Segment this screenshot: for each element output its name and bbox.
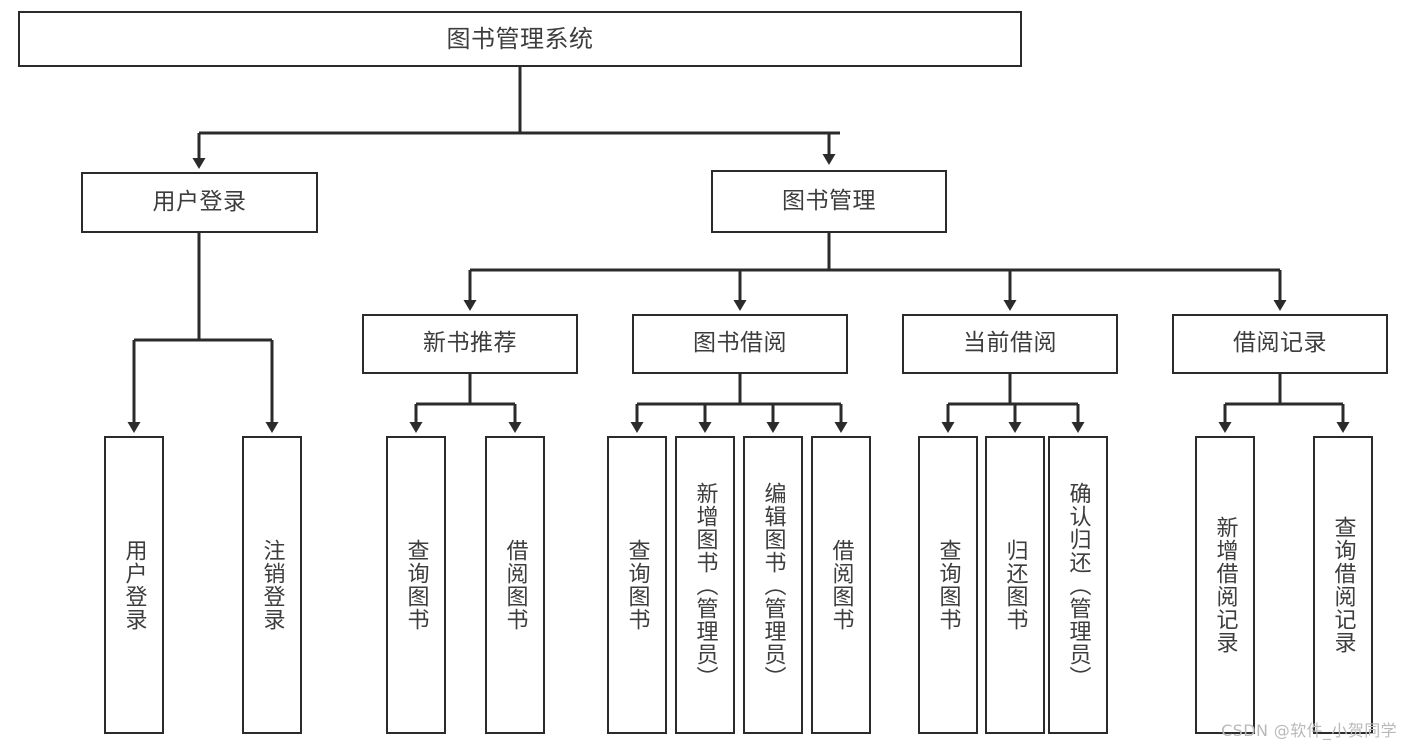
node-leaf-borrow-book-1-label: 借阅图书 xyxy=(502,539,528,631)
node-leaf-query-book-1-label: 查询图书 xyxy=(403,539,429,631)
node-leaf-add-record-label: 新增借阅记录 xyxy=(1212,516,1238,654)
node-leaf-borrow-book-2[interactable]: 借阅图书 xyxy=(811,436,871,734)
node-new-book-recommend[interactable]: 新书推荐 xyxy=(362,314,578,374)
node-user-login-label: 用户登录 xyxy=(152,188,247,215)
node-new-book-recommend-label: 新书推荐 xyxy=(423,330,517,357)
node-leaf-query-book-3[interactable]: 查询图书 xyxy=(918,436,978,734)
node-leaf-confirm-return-label: 确认归还（管理员） xyxy=(1065,481,1091,689)
node-leaf-edit-book[interactable]: 编辑图书（管理员） xyxy=(743,436,803,734)
node-leaf-query-book-3-label: 查询图书 xyxy=(935,539,961,631)
node-borrow-record[interactable]: 借阅记录 xyxy=(1172,314,1388,374)
node-leaf-query-record[interactable]: 查询借阅记录 xyxy=(1313,436,1373,734)
node-leaf-edit-book-label: 编辑图书（管理员） xyxy=(760,481,786,689)
node-leaf-user-login[interactable]: 用户登录 xyxy=(104,436,164,734)
node-leaf-query-book-2[interactable]: 查询图书 xyxy=(607,436,667,734)
node-leaf-add-record[interactable]: 新增借阅记录 xyxy=(1195,436,1255,734)
node-leaf-add-book-label: 新增图书（管理员） xyxy=(692,481,718,689)
node-book-borrow-label: 图书借阅 xyxy=(693,330,787,357)
node-current-borrow[interactable]: 当前借阅 xyxy=(902,314,1118,374)
node-leaf-user-logout-label: 注销登录 xyxy=(259,539,285,631)
node-leaf-add-book[interactable]: 新增图书（管理员） xyxy=(675,436,735,734)
node-leaf-query-book-1[interactable]: 查询图书 xyxy=(386,436,446,734)
csdn-watermark: CSDN @软件_小贺同学 xyxy=(1221,721,1397,740)
node-leaf-return-book[interactable]: 归还图书 xyxy=(985,436,1045,734)
node-leaf-return-book-label: 归还图书 xyxy=(1002,539,1028,631)
node-book-borrow[interactable]: 图书借阅 xyxy=(632,314,848,374)
node-book-management-label: 图书管理 xyxy=(782,187,876,214)
node-root[interactable]: 图书管理系统 xyxy=(18,11,1022,67)
node-leaf-query-book-2-label: 查询图书 xyxy=(624,539,650,631)
node-borrow-record-label: 借阅记录 xyxy=(1233,330,1327,357)
node-leaf-user-login-label: 用户登录 xyxy=(121,539,147,631)
node-leaf-borrow-book-1[interactable]: 借阅图书 xyxy=(485,436,545,734)
node-book-management[interactable]: 图书管理 xyxy=(711,170,947,233)
node-root-label: 图书管理系统 xyxy=(446,24,594,53)
node-leaf-query-record-label: 查询借阅记录 xyxy=(1330,516,1356,654)
node-leaf-borrow-book-2-label: 借阅图书 xyxy=(828,539,854,631)
node-user-login[interactable]: 用户登录 xyxy=(81,172,318,233)
node-leaf-user-logout[interactable]: 注销登录 xyxy=(242,436,302,734)
node-leaf-confirm-return[interactable]: 确认归还（管理员） xyxy=(1048,436,1108,734)
node-current-borrow-label: 当前借阅 xyxy=(963,330,1057,357)
